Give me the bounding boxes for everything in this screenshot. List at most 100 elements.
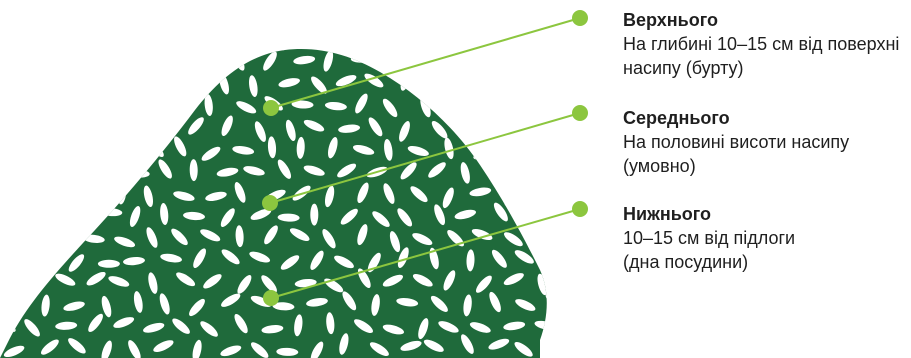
grain [0, 179, 10, 202]
grain [39, 213, 61, 221]
grain [366, 30, 389, 47]
grain [534, 54, 557, 64]
grain [536, 142, 557, 163]
grain [212, 38, 235, 48]
grain [470, 52, 489, 75]
grain [98, 260, 120, 268]
grain [109, 56, 132, 72]
grain [145, 138, 166, 159]
grain [22, 142, 45, 155]
grain [7, 171, 29, 180]
grain [134, 26, 142, 48]
grain [124, 72, 146, 92]
grain [545, 31, 568, 42]
grain [81, 51, 102, 73]
grain [114, 143, 137, 156]
level-description: На глибині 10–15 см від поверхні насипу … [623, 32, 911, 80]
level-description: На половині висоти насипу (умовно) [623, 130, 908, 178]
grain [502, 184, 518, 207]
grain [191, 69, 205, 92]
grain [55, 98, 78, 116]
grain [279, 28, 290, 51]
grain [551, 336, 571, 358]
grain [67, 69, 87, 91]
grain [115, 95, 130, 118]
grain [22, 270, 39, 293]
grain [80, 98, 103, 108]
level-title: Нижнього [623, 202, 833, 226]
grain [446, 92, 464, 115]
grain [0, 52, 10, 75]
grain [423, 33, 445, 54]
grain [503, 55, 525, 75]
grain [94, 122, 117, 132]
grain [67, 31, 81, 54]
grain [516, 161, 538, 181]
grain [174, 57, 197, 74]
grain [38, 78, 61, 95]
grain [54, 230, 75, 251]
grain [6, 293, 29, 311]
grain [30, 49, 42, 72]
grain [88, 142, 100, 165]
grain [518, 76, 536, 99]
grain [545, 80, 568, 95]
grain [150, 97, 158, 119]
grain [172, 98, 192, 120]
grain [27, 179, 42, 202]
grain [307, 29, 330, 47]
grain [209, 52, 220, 75]
grain [99, 69, 116, 92]
level-title: Верхнього [623, 8, 911, 32]
grain [0, 95, 11, 118]
grain [39, 252, 59, 274]
grain [0, 139, 9, 162]
level-title: Середнього [623, 106, 908, 130]
grain [9, 69, 19, 92]
grain [68, 160, 88, 182]
grain [83, 188, 106, 198]
label-middle-level: Середнього На половині висоти насипу (ум… [623, 106, 908, 178]
label-bottom-level: Нижнього 10–15 см від підлоги (дна посуд… [623, 202, 833, 274]
grain [153, 117, 173, 139]
grain [464, 73, 477, 96]
grain [29, 98, 40, 121]
grain [41, 28, 49, 50]
grain [154, 33, 177, 50]
grain [533, 232, 556, 248]
grain [548, 164, 571, 183]
grain [55, 179, 66, 202]
grain [99, 165, 122, 182]
grain [498, 137, 521, 155]
grain [340, 29, 362, 49]
grain [139, 56, 162, 73]
grain [123, 121, 146, 138]
grain [431, 72, 442, 95]
grain [4, 118, 27, 130]
grain [96, 28, 118, 48]
grain [536, 94, 544, 116]
grain [4, 201, 25, 222]
grain [5, 33, 28, 48]
grain [475, 98, 487, 121]
grain [310, 204, 318, 226]
grain [10, 250, 23, 273]
level-description: 10–15 см від підлоги (дна посудини) [623, 226, 833, 274]
grain [0, 229, 15, 248]
grain [64, 202, 84, 224]
grain [73, 113, 87, 136]
label-top-level: Верхнього На глибині 10–15 см від поверх… [623, 8, 911, 80]
grain [34, 167, 57, 179]
grain [153, 77, 175, 85]
grain [243, 34, 266, 45]
grain [48, 142, 71, 155]
grain [44, 116, 55, 139]
grain [458, 114, 478, 136]
grain [0, 274, 10, 286]
grain [186, 31, 209, 49]
grain [504, 92, 513, 114]
grain [51, 53, 74, 71]
grain [485, 76, 503, 99]
grain [530, 190, 553, 204]
grain [401, 27, 418, 50]
